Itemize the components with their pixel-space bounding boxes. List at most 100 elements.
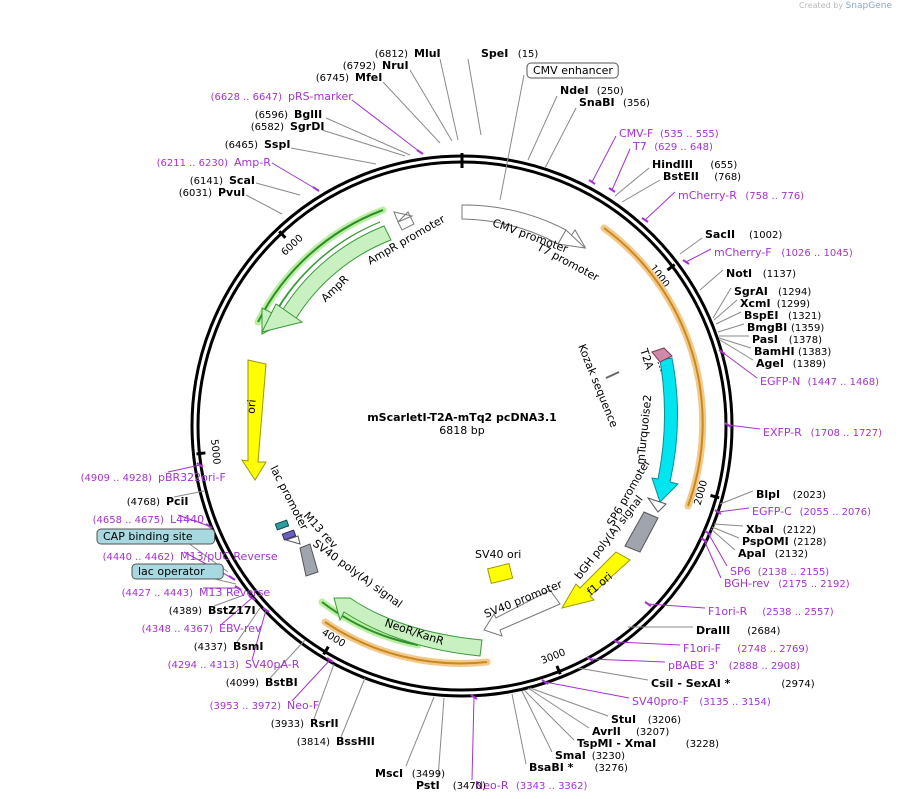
- site-name: NotI: [726, 267, 752, 280]
- primer-site-mark: [205, 523, 213, 529]
- site-position: (4658 .. 4675): [93, 515, 165, 526]
- site-position: (4294 .. 4313): [168, 660, 240, 671]
- enzyme-label: RsrII(3933): [271, 717, 339, 730]
- site-name: NdeI: [560, 84, 589, 97]
- primer-site-mark: [644, 601, 652, 607]
- site-name: CsiI - SexAI *: [651, 677, 731, 690]
- enzyme-label: AvrII(3207): [592, 725, 669, 738]
- ori-arrow: [240, 359, 267, 481]
- primer-label: SV40pro-F(3135 .. 3154): [632, 695, 771, 708]
- site-position: (6792): [343, 61, 376, 72]
- site-position: (2122): [783, 525, 816, 536]
- lacp-label: lac promoter: [267, 463, 311, 532]
- enzyme-label: BstZ17I(4389): [169, 604, 256, 617]
- callout-text: CAP binding site: [103, 530, 193, 543]
- feature-callout: CAP binding site: [96, 528, 216, 545]
- site-position: (2175 .. 2192): [778, 579, 850, 590]
- site-name: SmaI: [555, 749, 586, 762]
- primer-site-mark: [588, 179, 596, 185]
- site-leader: [713, 299, 738, 321]
- enzyme-label: PspOMI(2128): [742, 535, 827, 548]
- enzyme-label: StuI(3206): [611, 713, 681, 726]
- sv40-ori-label: SV40 ori: [475, 548, 521, 561]
- primer-site-mark: [234, 585, 242, 591]
- site-position: (1299): [777, 299, 810, 310]
- primer-site-mark: [326, 657, 334, 663]
- site-leader: [614, 167, 650, 197]
- site-name: SgrAI: [734, 285, 768, 298]
- site-position: (6211 .. 6230): [157, 158, 229, 169]
- site-name: SacII: [705, 228, 735, 241]
- site-position: (250): [597, 86, 624, 97]
- tick-mark: [710, 493, 720, 500]
- enzyme-label: SspI(6465): [225, 138, 291, 151]
- site-leader: [405, 696, 435, 767]
- callout-text: lac operator: [138, 565, 205, 578]
- enzyme-label: XcmI(1299): [740, 297, 810, 310]
- site-position: (2888 .. 2908): [729, 661, 801, 672]
- site-position: (4440 .. 4462): [103, 552, 175, 563]
- primer-label: mCherry-F(1026 .. 1045): [714, 246, 853, 259]
- primer-label: Amp-R(6211 .. 6230): [157, 156, 272, 169]
- feature-callout: CMV enhancer: [526, 62, 619, 79]
- t2a-label: T2A: [637, 346, 656, 372]
- primer-site-mark: [704, 530, 712, 536]
- primer-leader: [727, 424, 761, 430]
- site-leader: [236, 607, 261, 643]
- site-leader: [437, 697, 445, 779]
- primer-label: SP6(2138 .. 2155): [730, 565, 829, 578]
- primer-site-mark: [641, 217, 649, 223]
- site-leader: [467, 58, 482, 136]
- primer-site-mark: [196, 462, 204, 468]
- site-name: NruI: [382, 59, 409, 72]
- site-position: (1002): [749, 230, 782, 241]
- site-name: ApaI: [738, 547, 766, 560]
- enzyme-label: BstBI(4099): [226, 676, 298, 689]
- enzyme-label: PciI(4768): [127, 495, 189, 508]
- site-name: PciI: [166, 495, 188, 508]
- callout-box: [96, 528, 216, 545]
- site-leader: [382, 81, 441, 144]
- site-position: (655): [710, 160, 737, 171]
- site-name: BamHI: [754, 345, 795, 358]
- credit-prefix: Created by: [799, 1, 844, 10]
- site-name: TspMI - XmaI: [577, 737, 656, 750]
- site-leader: [245, 194, 283, 215]
- site-leader: [529, 687, 609, 717]
- site-position: (3276): [595, 763, 628, 774]
- primer-site-mark: [312, 186, 320, 192]
- primer-label: T7(629 .. 648): [632, 140, 713, 153]
- site-leader: [173, 490, 205, 498]
- primer-site-mark: [470, 694, 478, 700]
- site-position: (768): [714, 172, 741, 183]
- site-name: SV40pro-F: [632, 695, 689, 708]
- site-name: MfeI: [355, 71, 382, 84]
- site-name: EXFP-R: [763, 426, 802, 439]
- site-leader: [712, 287, 732, 319]
- enzyme-label: BsaBI *(3276): [529, 761, 628, 774]
- kozak-label: Kozak sequence: [575, 342, 620, 429]
- tick-mark: [555, 665, 562, 675]
- site-position: (15): [518, 49, 539, 60]
- site-leader: [511, 693, 527, 765]
- primer-site-mark: [682, 259, 690, 265]
- feature-callout: lac operator: [131, 563, 224, 580]
- site-name: BssHII: [336, 735, 375, 748]
- site-name: PasI: [752, 333, 778, 346]
- snapgene-brand: SnapGene: [845, 1, 892, 11]
- primer-site-mark: [608, 187, 616, 193]
- site-labels: SpeI(15)CMV enhancerNdeI(250)SnaBI(356)C…: [81, 47, 883, 792]
- enzyme-label: PasI(1378): [752, 333, 822, 346]
- site-position: (4348 .. 4367): [142, 624, 214, 635]
- site-position: (3953 .. 3972): [210, 701, 282, 712]
- primer-label: EXFP-R(1708 .. 1727): [763, 426, 882, 439]
- site-position: (629 .. 648): [654, 142, 713, 153]
- primer-leader: [351, 99, 421, 153]
- primer-leader: [471, 696, 475, 781]
- site-position: (4099): [226, 678, 259, 689]
- site-position: (3228): [686, 739, 719, 750]
- primer-label: EGFP-C(2055 .. 2076): [752, 505, 871, 518]
- site-leader: [717, 323, 745, 333]
- site-position: (356): [623, 98, 650, 109]
- primer-site-mark: [416, 149, 424, 155]
